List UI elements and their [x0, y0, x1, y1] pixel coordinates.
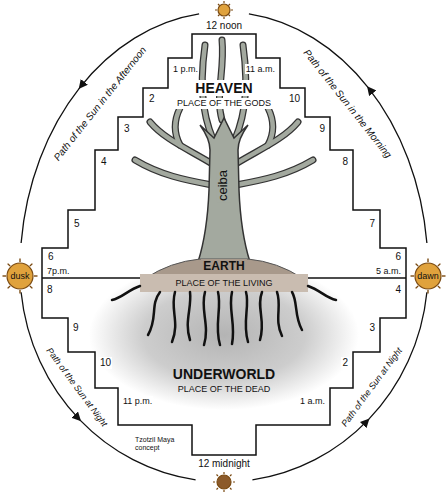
tree-branches — [135, 160, 212, 185]
time-label: 5 a.m. — [375, 266, 402, 276]
tree-branches — [175, 108, 180, 145]
sun-path-arcs — [80, 420, 196, 480]
sun-ray — [438, 264, 440, 266]
sun-ray — [416, 286, 418, 288]
sun-path-label: Path of the Sun in the Afternoon — [51, 45, 148, 163]
tree-branches — [236, 160, 313, 185]
sun-ray — [19, 290, 20, 294]
tree-roots — [260, 292, 262, 340]
hour-number: 8 — [46, 284, 54, 296]
credit-note: Tzotzil Maya concept — [135, 436, 187, 452]
sun-ray — [438, 286, 440, 288]
noon-sun — [215, 1, 233, 19]
tree-roots — [308, 286, 336, 300]
time-label: 1 p.m. — [172, 64, 199, 74]
midnight-sun — [213, 472, 235, 492]
tree-roots — [292, 292, 302, 330]
tree-roots — [231, 292, 233, 344]
sun-ray — [8, 264, 10, 266]
tree-branches — [236, 160, 313, 185]
hour-number: 3 — [368, 322, 376, 334]
tree-roots — [172, 292, 175, 342]
sun-path-arcs — [368, 88, 427, 243]
region-description: PLACE OF THE DEAD — [178, 384, 270, 395]
hour-number: 5 — [73, 218, 81, 230]
hour-number: 4 — [100, 156, 108, 168]
tree-trunk — [198, 118, 250, 262]
noon-sun — [215, 1, 233, 19]
tree-branches — [175, 108, 180, 145]
time-label: 1 a.m. — [299, 396, 326, 406]
region-name: EARTH — [201, 259, 246, 273]
tree-roots — [246, 292, 248, 342]
sun-ray — [30, 264, 32, 266]
heaven-region: HEAVEN PLACE OF THE GODS — [164, 80, 284, 109]
sun-path-arcs — [21, 14, 427, 480]
sun-ray — [427, 290, 428, 294]
time-label: 7p.m. — [46, 266, 71, 276]
time-label: 11 p.m. — [122, 396, 153, 406]
tree-roots — [148, 292, 160, 335]
time-label: 11 a.m. — [245, 64, 276, 74]
hour-number: 2 — [148, 93, 156, 105]
tree-branches — [268, 108, 273, 145]
sun-label: dawn — [417, 258, 439, 294]
underworld-shading — [89, 279, 359, 410]
hour-number: 9 — [72, 322, 80, 334]
region-description: PLACE OF THE LIVING — [174, 277, 275, 289]
sun-ray — [427, 259, 428, 263]
time-label: 12 noon — [206, 20, 242, 32]
sun-circle: dawn — [410, 258, 446, 294]
region-name: HEAVEN — [193, 80, 254, 96]
hour-number: 8 — [341, 156, 349, 168]
time-label: 12 midnight — [198, 458, 250, 470]
earth-band: EARTH PLACE OF THE LIVING — [140, 259, 308, 289]
tree-branches — [135, 160, 212, 185]
tree-label: ceiba — [217, 168, 232, 201]
sun-ray — [19, 259, 20, 263]
region-description: PLACE OF THE GODS — [175, 98, 273, 109]
hour-number: 2 — [341, 357, 349, 369]
hour-number: 10 — [288, 93, 301, 105]
stepped-outline — [42, 34, 406, 455]
underworld-shading — [89, 279, 359, 410]
hour-number: 7 — [368, 218, 376, 230]
sun-ray — [3, 275, 7, 276]
midnight-sun — [213, 472, 235, 492]
horizon-line — [308, 277, 406, 279]
sun-ray — [8, 286, 10, 288]
sun-ray — [411, 275, 415, 276]
tree-roots — [218, 292, 220, 345]
sun-label: dusk — [10, 258, 29, 294]
sun-ray — [34, 275, 38, 276]
noon-sun — [218, 4, 230, 16]
tree-roots — [112, 286, 140, 300]
hour-number: 3 — [123, 123, 131, 135]
tree-roots — [188, 292, 191, 340]
hour-number: 10 — [99, 357, 112, 369]
sun-ray — [416, 264, 418, 266]
sun-ray — [30, 286, 32, 288]
tree-roots — [277, 292, 282, 336]
tree-roots — [204, 292, 206, 345]
earth-band-fill — [140, 274, 308, 292]
midnight-sun — [217, 475, 231, 489]
sun-circle: dusk — [2, 258, 38, 294]
hour-number: 4 — [394, 284, 402, 296]
sun-path-arcs — [252, 420, 368, 480]
region-name: UNDERWORLD — [173, 366, 275, 382]
tree-branches — [268, 108, 273, 145]
underworld-region: UNDERWORLD PLACE OF THE DEAD — [144, 366, 304, 395]
sun-path-arcs — [21, 88, 80, 243]
tree-roots — [112, 286, 336, 345]
horizon-line — [42, 277, 140, 279]
hour-number: 6 — [47, 251, 55, 263]
sun-ray — [442, 275, 446, 276]
hour-number: 6 — [394, 251, 402, 263]
hour-number: 9 — [318, 123, 326, 135]
